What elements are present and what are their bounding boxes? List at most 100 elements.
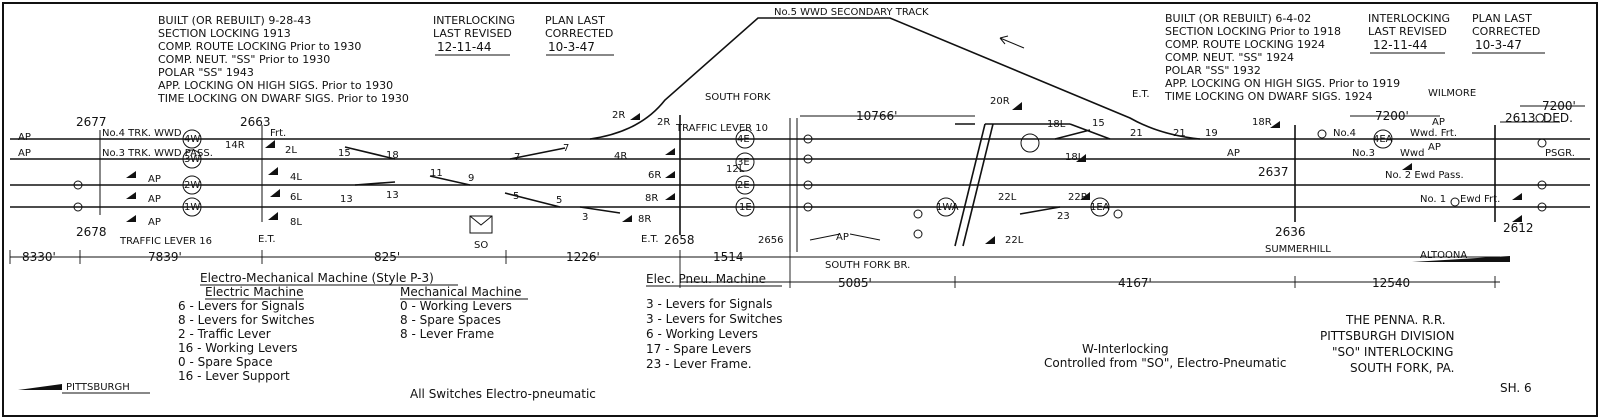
- electric-line-5: 0 - Spare Space: [178, 355, 273, 369]
- left-section-locking: SECTION LOCKING 1913: [158, 27, 291, 40]
- right-last-revised-label: LAST REVISED: [1368, 25, 1447, 38]
- dim-10766: 10766': [856, 109, 897, 123]
- electric-machine-title: Electric Machine: [205, 285, 304, 299]
- svg-text:15: 15: [338, 148, 351, 159]
- mp-2613: 2613: [1505, 111, 1536, 125]
- svg-text:3: 3: [582, 212, 588, 223]
- pneu-line-5: 23 - Lever Frame.: [646, 357, 752, 371]
- dim-8330: 8330': [22, 250, 56, 264]
- south-fork-br-label: SOUTH FORK BR.: [825, 260, 910, 271]
- electric-line-1: 6 - Levers for Signals: [178, 299, 304, 313]
- dimension-values: 8330' 7839' 825' 1226' 1514 5085' 4167' …: [22, 99, 1576, 290]
- signal-4w-right: [1020, 133, 1040, 153]
- signal-1wa: 1WA: [936, 197, 959, 217]
- pneu-machine-title: Elec. Pneu. Machine: [646, 272, 766, 286]
- left-comp-neut: COMP. NEUT. "SS" Prior to 1930: [158, 53, 330, 66]
- svg-text:13: 13: [386, 190, 399, 201]
- lever-18l-a: 18L: [1047, 119, 1066, 130]
- lever-18r: 18R: [1252, 117, 1272, 128]
- notes: All Switches Electro-pneumatic W-Interlo…: [66, 250, 1467, 401]
- arrow-pittsburgh-icon: [18, 384, 62, 390]
- traffic-lever-10-label: TRAFFIC LEVER 10: [675, 123, 768, 134]
- lever-4l: 4L: [290, 172, 302, 183]
- et-left-label: E.T.: [258, 234, 276, 245]
- pittsburgh-label: PITTSBURGH: [66, 382, 130, 393]
- ap-left-3: AP: [148, 174, 161, 185]
- mp-2656: 2656: [758, 235, 783, 246]
- tower-so: SO: [469, 215, 493, 251]
- track-layout: No.5 WWD SECONDARY TRACK: [10, 7, 1590, 247]
- right-section-locking: SECTION LOCKING Prior to 1918: [1165, 25, 1341, 38]
- controlled-from-note: Controlled from "SO", Electro-Pneumatic: [1044, 356, 1286, 370]
- left-built: BUILT (OR REBUILT) 9-28-43: [158, 14, 311, 27]
- mp-2677: 2677: [76, 115, 107, 129]
- tower-so-label: SO: [474, 240, 488, 251]
- right-app-locking: APP. LOCKING ON HIGH SIGS. Prior to 1919: [1165, 77, 1400, 90]
- lever-2r-top: 2R: [612, 110, 625, 121]
- svg-text:13: 13: [340, 194, 353, 205]
- no3-left-label: No.3 TRK. WWD PASS.: [102, 148, 213, 159]
- mechanical-machine-title: Mechanical Machine: [400, 285, 522, 299]
- insulated-joints: [99, 115, 1496, 252]
- pneu-line-3: 6 - Working Levers: [646, 327, 758, 341]
- lever-22r: 22R: [1068, 192, 1088, 203]
- title-line-2: PITTSBURGH DIVISION: [1320, 329, 1454, 343]
- ap-left-2: AP: [18, 148, 31, 159]
- signal-4ea: 4EA: [1373, 129, 1393, 149]
- svg-text:21: 21: [1173, 128, 1186, 139]
- signal-2w: 2W: [182, 175, 202, 195]
- svg-text:3E: 3E: [737, 157, 750, 168]
- mechanical-line-2: 8 - Spare Spaces: [400, 313, 501, 327]
- left-corrected: 10-3-47: [548, 40, 595, 54]
- title-line-1: THE PENNA. R.R.: [1345, 313, 1446, 327]
- mp-2637: 2637: [1258, 165, 1289, 179]
- pneu-line-2: 3 - Levers for Switches: [646, 312, 783, 326]
- signal-1ea: 1EA: [1090, 197, 1110, 217]
- electric-line-6: 16 - Lever Support: [178, 369, 290, 383]
- pneu-line-4: 17 - Spare Levers: [646, 342, 751, 356]
- svg-text:5: 5: [513, 191, 519, 202]
- ap-left-1: AP: [18, 132, 31, 143]
- lever-6l: 6L: [290, 192, 302, 203]
- dim-5085: 5085': [838, 276, 872, 290]
- lever-22l: 22L: [998, 192, 1017, 203]
- svg-text:9: 9: [468, 173, 474, 184]
- left-polar: POLAR "SS" 1943: [158, 66, 254, 79]
- left-comp-route: COMP. ROUTE LOCKING Prior to 1930: [158, 40, 361, 53]
- ap-left-5: AP: [148, 217, 161, 228]
- right-comp-neut: COMP. NEUT. "SS" 1924: [1165, 51, 1294, 64]
- lever-4r: 4R: [614, 151, 627, 162]
- mechanical-line-3: 8 - Lever Frame: [400, 327, 494, 341]
- svg-text:1EA: 1EA: [1090, 202, 1110, 213]
- track-circuit-markers: [73, 113, 1547, 239]
- svg-text:3W: 3W: [184, 154, 200, 165]
- mileposts: 2677 2678 2663 2658 2656 2637 2636 2613 …: [76, 111, 1536, 247]
- svg-text:4W: 4W: [184, 134, 200, 145]
- pneu-line-1: 3 - Levers for Signals: [646, 297, 772, 311]
- left-app-locking: APP. LOCKING ON HIGH SIGS. Prior to 1930: [158, 79, 393, 92]
- electric-line-2: 8 - Levers for Switches: [178, 313, 315, 327]
- machine-title: Electro-Mechanical Machine (Style P-3): [200, 271, 434, 285]
- svg-text:7: 7: [563, 143, 569, 154]
- right-last-revised: 12-11-44: [1373, 38, 1427, 52]
- left-corrected-label: CORRECTED: [545, 27, 613, 40]
- title-line-4: SOUTH FORK, PA.: [1350, 361, 1454, 375]
- no1-label: No. 1: [1420, 194, 1446, 205]
- all-switches-note: All Switches Electro-pneumatic: [410, 387, 596, 401]
- sheet-number: SH. 6: [1500, 381, 1532, 395]
- machine-elec-pneu: Elec. Pneu. Machine 3 - Levers for Signa…: [646, 272, 783, 371]
- lever-18l: 18L: [1065, 152, 1084, 163]
- svg-text:1W: 1W: [184, 202, 200, 213]
- signal-3e: 3E: [735, 152, 755, 172]
- svg-text:5: 5: [556, 195, 562, 206]
- right-interlocking-label: INTERLOCKING: [1368, 12, 1450, 25]
- lever-8l: 8L: [290, 217, 302, 228]
- svg-text:2W: 2W: [184, 180, 200, 191]
- signal-circles: 4W 3W 2W 1W 4E 3E 2E 1E 1WA 1EA 4EA: [182, 129, 1393, 217]
- ap-right-3: AP: [1428, 142, 1441, 153]
- ewd-frt-label: Ewd Frt.: [1460, 194, 1500, 205]
- mp-2636: 2636: [1275, 225, 1306, 239]
- svg-text:2E: 2E: [737, 180, 750, 191]
- electric-line-4: 16 - Working Levers: [178, 341, 298, 355]
